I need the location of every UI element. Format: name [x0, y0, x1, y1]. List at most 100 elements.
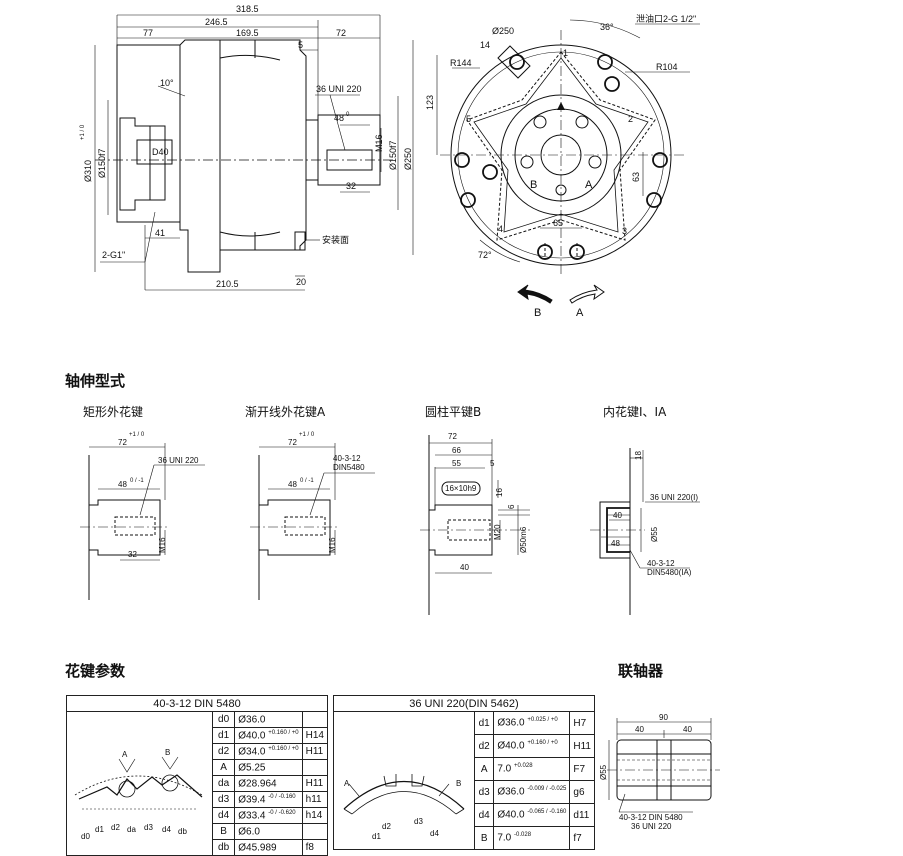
coupling-uni: 36 UNI 220 — [631, 822, 672, 831]
s3-16: 16 — [495, 488, 504, 497]
front-dim-250: Ø250 — [492, 26, 514, 36]
drain-port-label: 泄油口2-G 1/2" — [636, 13, 696, 24]
t2-fit: F7 — [569, 757, 595, 781]
t2-tol: +0.028 — [514, 763, 533, 770]
thread-m16: M16 — [374, 134, 384, 152]
t1-sym: d1 — [211, 727, 236, 744]
t1-fit: H14 — [301, 727, 329, 744]
table1-figure: A B d0 d1 d2 da d3 d4 db — [66, 711, 213, 856]
t1-fit: H11 — [301, 743, 329, 760]
s2-din1: 40-3-12 — [333, 454, 361, 463]
t2-val: Ø36.0 — [497, 717, 525, 729]
t2-sym: d1 — [473, 711, 495, 735]
t1-tol: +0.160 / +0 — [268, 745, 299, 752]
shaft-drawing-4: 18 36 UNI 220(I) 40 48 Ø55 40-3-12 DIN54… — [590, 448, 700, 615]
motor-side-view: 318.5 246.5 77 169.5 72 5 10° 36 UNI 220… — [80, 4, 414, 291]
t2-fig-a: A — [344, 779, 350, 788]
spline-label: 36 UNI 220 — [316, 84, 362, 94]
s3-55: 55 — [452, 459, 461, 468]
s3-5: 5 — [490, 459, 495, 468]
t2-tol: +0.160 / +0 — [527, 740, 558, 747]
s3-6: 6 — [507, 504, 516, 509]
port-b: B — [530, 179, 537, 191]
coupling-40a: 40 — [635, 725, 644, 734]
t1-sym: d3 — [211, 791, 236, 808]
t2-val: Ø40.0 — [497, 740, 525, 752]
port-pocket — [119, 117, 166, 211]
dim-169: 169.5 — [236, 28, 259, 38]
rotation-arrow-a — [569, 284, 605, 304]
t1-fig-da: da — [127, 825, 136, 834]
t2-fig-d1: d1 — [372, 832, 381, 841]
front-dim-123: 123 — [425, 95, 435, 110]
dim-210: 210.5 — [216, 279, 239, 289]
port-d40: D40 — [152, 147, 169, 157]
s1-48: 48 — [118, 480, 127, 489]
t1-val: Ø45.989 — [238, 842, 277, 854]
front-dim-14: 14 — [480, 40, 490, 50]
front-r144: R144 — [450, 58, 472, 68]
shaft-drawing-3: 72 66 55 5 16×10h9 16 6 M20 Ø50m6 40 — [420, 432, 530, 615]
angle-10: 10° — [160, 78, 174, 88]
section-spline-params: 花键参数 — [65, 662, 126, 680]
t1-fig-d3: d3 — [144, 823, 153, 832]
s3-m20: M20 — [493, 524, 502, 540]
rotation-arrow-b — [517, 284, 553, 304]
t2-val: Ø40.0 — [497, 809, 525, 821]
dim-41: 41 — [155, 228, 165, 238]
t2-val: 7.0 — [497, 763, 512, 775]
t1-sym: db — [211, 839, 236, 856]
s2-48: 48 — [288, 480, 297, 489]
port-g1: 2-G1" — [102, 250, 125, 260]
t1-sym: d0 — [211, 711, 236, 728]
t2-val: Ø36.0 — [497, 786, 525, 798]
shaft-type-1: 矩形外花键 — [83, 405, 144, 419]
coupling-90: 90 — [659, 713, 668, 722]
s1-48-tol: 0 / -1 — [130, 478, 144, 484]
s4-spline: 36 UNI 220(I) — [650, 493, 698, 502]
table2-figure: A B d1 d2 d3 d4 — [333, 711, 475, 850]
t2-fit: g6 — [569, 780, 595, 804]
t1-val: Ø28.964 — [238, 778, 277, 790]
rotation-a: A — [576, 307, 584, 319]
t1-fig-d4: d4 — [162, 825, 171, 834]
t1-val: Ø6.0 — [238, 826, 260, 838]
port-a: A — [585, 179, 593, 191]
dim-246: 246.5 — [205, 17, 228, 27]
t1-fit: h14 — [301, 807, 329, 824]
dim-48: 48 — [334, 113, 344, 123]
t1-sym: da — [211, 775, 236, 792]
s1-m16: M16 — [158, 537, 167, 553]
s1-spline: 36 UNI 220 — [158, 456, 199, 465]
dim-150-left: Ø150f7 — [97, 148, 107, 178]
t2-tol: -0.009 / -0.025 — [527, 786, 567, 793]
s4-din1: 40-3-12 — [647, 559, 675, 568]
t2-fit: f7 — [569, 826, 595, 850]
dim-48-tol: 0 — [346, 112, 350, 118]
s3-40: 40 — [460, 563, 469, 572]
t2-sym: d2 — [473, 734, 495, 758]
dim-77: 77 — [143, 28, 153, 38]
install-face: 安装面 — [322, 234, 349, 245]
s4-din2: DIN5480(IA) — [647, 568, 692, 577]
front-r104: R104 — [656, 62, 678, 72]
shaft-drawing-1: 72 +1 / 0 36 UNI 220 48 0 / -1 32 M16 — [80, 432, 205, 600]
t1-sym: d4 — [211, 807, 236, 824]
s2-m16: M16 — [328, 537, 337, 553]
t1-sym: B — [211, 823, 236, 840]
lobe-3: 3 — [622, 226, 627, 236]
coupling-din: 40-3-12 DIN 5480 — [619, 813, 683, 822]
s1-32: 32 — [128, 550, 137, 559]
t1-sym: A — [211, 759, 236, 776]
t1-fit: h11 — [301, 791, 329, 808]
t2-val: 7.0 — [497, 832, 512, 844]
t2-fit: H7 — [569, 711, 595, 735]
s4-18: 18 — [634, 451, 643, 460]
t1-tol: +0.160 / +0 — [268, 729, 299, 736]
section-shaft-types: 轴伸型式 — [65, 372, 126, 390]
t2-tol: +0.025 / +0 — [527, 717, 558, 724]
shaft-type-2: 渐开线外花键A — [245, 405, 326, 419]
front-angle-72: 72° — [478, 250, 492, 260]
t1-val: Ø40.0 — [238, 730, 266, 742]
t2-fig-d2: d2 — [382, 822, 391, 831]
